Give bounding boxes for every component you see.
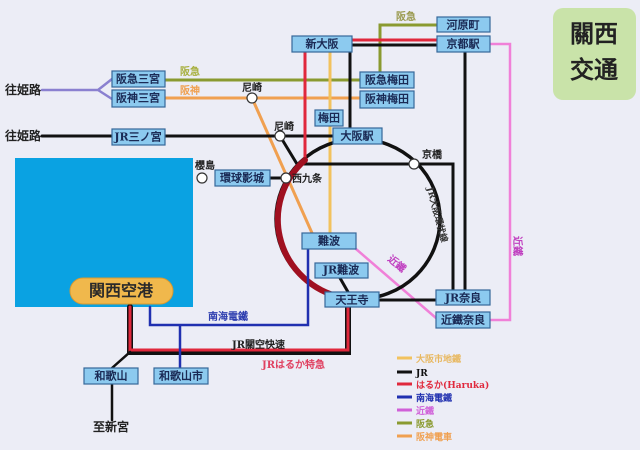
- station-dot-kyobashi: [408, 158, 420, 170]
- station-dot-amagasaki-jr: [274, 130, 286, 142]
- label-hankyu-kyoto: 阪急: [396, 10, 416, 23]
- station-jr-sannomiya[interactable]: JR三ノ宮: [111, 128, 166, 146]
- label-amagasaki-hanshin: 尼崎: [242, 81, 262, 94]
- line-nankai: [148, 247, 310, 370]
- label-haruka: JRはるか特急: [261, 358, 325, 371]
- line-hanshin-namba: [250, 96, 314, 235]
- svg-text:阪急: 阪急: [416, 418, 434, 430]
- legend: 大阪市地鐵 JR はるか(Haruka) 南海電鐵 近鐵 阪急 阪神電車: [397, 353, 489, 443]
- label-sakurajima: 櫻島: [194, 159, 215, 172]
- legend-item-hankyu: 阪急: [397, 418, 434, 430]
- title-line-2: 交通: [570, 55, 618, 84]
- station-dot-sakurajima: [196, 172, 208, 184]
- svg-text:南海電鐵: 南海電鐵: [416, 392, 452, 404]
- svg-text:JR奈良: JR奈良: [444, 291, 481, 305]
- svg-text:近鐵: 近鐵: [416, 405, 434, 417]
- title-line-1: 關西: [570, 19, 618, 48]
- station-umeda[interactable]: 梅田: [314, 109, 344, 127]
- svg-text:環球影城: 環球影城: [220, 171, 264, 185]
- svg-text:阪神電車: 阪神電車: [416, 431, 452, 443]
- svg-text:難波: 難波: [318, 234, 341, 248]
- station-usj[interactable]: 環球影城: [214, 169, 271, 187]
- line-himeji-private: [40, 77, 114, 101]
- label-hanshin-west: 阪神: [180, 84, 200, 97]
- label-kintetsu-kyoto: 近鐵: [511, 236, 524, 256]
- svg-text:天王寺: 天王寺: [336, 293, 369, 307]
- line-jr-tozai: [278, 134, 455, 292]
- svg-text:京都駅: 京都駅: [447, 37, 480, 51]
- svg-text:和歌山: 和歌山: [95, 369, 128, 383]
- legend-item-subway: 大阪市地鐵: [397, 353, 461, 365]
- svg-text:阪神梅田: 阪神梅田: [365, 92, 409, 106]
- station-dot-nishikujo: [280, 172, 292, 184]
- svg-text:和歌山市: 和歌山市: [159, 369, 203, 383]
- label-amagasaki-jr: 尼崎: [274, 120, 294, 133]
- station-kintetsu-nara[interactable]: 近鐵奈良: [435, 311, 491, 329]
- svg-text:関西空港: 関西空港: [89, 281, 154, 300]
- line-jr-kisei: [110, 350, 132, 422]
- station-osaka[interactable]: 大阪駅: [332, 127, 383, 145]
- station-dot-amagasaki-hanshin: [246, 92, 258, 104]
- station-wakayama[interactable]: 和歌山: [83, 367, 139, 385]
- legend-item-jr: JR: [397, 369, 428, 379]
- label-jr-kanku: JR關空快速: [231, 338, 285, 351]
- line-haruka-airport: [128, 305, 350, 352]
- line-kintetsu-kyoto: [488, 42, 512, 322]
- svg-text:大阪市地鐵: 大阪市地鐵: [416, 353, 461, 365]
- svg-text:JR三ノ宮: JR三ノ宮: [113, 130, 161, 144]
- station-hankyu-sannomiya[interactable]: 阪急三宮: [111, 70, 166, 88]
- station-shin-osaka[interactable]: 新大阪: [291, 35, 353, 53]
- svg-text:阪神三宮: 阪神三宮: [116, 91, 160, 105]
- svg-text:阪急梅田: 阪急梅田: [365, 73, 409, 87]
- label-to-himeji-1: 往姫路: [5, 82, 42, 97]
- station-hanshin-umeda[interactable]: 阪神梅田: [359, 90, 415, 109]
- svg-text:はるか(Haruka): はるか(Haruka): [416, 380, 489, 391]
- legend-item-nankai: 南海電鐵: [397, 392, 452, 404]
- label-to-shingu: 至新宮: [93, 419, 129, 434]
- station-kyoto[interactable]: 京都駅: [436, 35, 491, 53]
- legend-item-haruka: はるか(Haruka): [397, 380, 489, 391]
- station-jr-nara[interactable]: JR奈良: [435, 289, 491, 306]
- label-nishikujo: 西九条: [292, 172, 323, 185]
- label-nankai: 南海電鐵: [208, 310, 248, 323]
- svg-text:JR難波: JR難波: [322, 263, 360, 277]
- svg-text:河原町: 河原町: [447, 18, 480, 32]
- station-wakayamashi[interactable]: 和歌山市: [153, 367, 209, 385]
- station-tennoji[interactable]: 天王寺: [324, 291, 380, 308]
- legend-item-hanshin: 阪神電車: [397, 431, 452, 443]
- station-kawaramachi[interactable]: 河原町: [436, 16, 491, 33]
- line-jr-namba: [338, 276, 350, 294]
- label-hankyu-west: 阪急: [180, 65, 200, 78]
- label-kintetsu-nara: 近鐵: [385, 252, 409, 275]
- svg-text:大阪駅: 大阪駅: [341, 129, 374, 143]
- legend-item-kintetsu: 近鐵: [397, 405, 434, 417]
- line-kintetsu-nara: [354, 247, 438, 320]
- label-kyobashi: 京橋: [422, 148, 443, 161]
- svg-text:近鐵奈良: 近鐵奈良: [441, 313, 485, 327]
- label-to-himeji-2: 往姫路: [5, 128, 42, 143]
- station-kansai-airport[interactable]: 関西空港: [69, 277, 174, 305]
- svg-text:阪急三宮: 阪急三宮: [116, 72, 160, 86]
- svg-text:梅田: 梅田: [318, 111, 340, 125]
- title-box: 關西 交通: [553, 8, 636, 100]
- svg-text:新大阪: 新大阪: [306, 37, 340, 51]
- station-hankyu-umeda[interactable]: 阪急梅田: [359, 71, 415, 89]
- line-hankyu-kyoto: [378, 23, 439, 74]
- station-hanshin-sannomiya[interactable]: 阪神三宮: [111, 89, 166, 108]
- station-namba[interactable]: 難波: [301, 232, 357, 250]
- station-jr-namba[interactable]: JR難波: [314, 262, 369, 279]
- svg-text:JR: JR: [415, 369, 428, 379]
